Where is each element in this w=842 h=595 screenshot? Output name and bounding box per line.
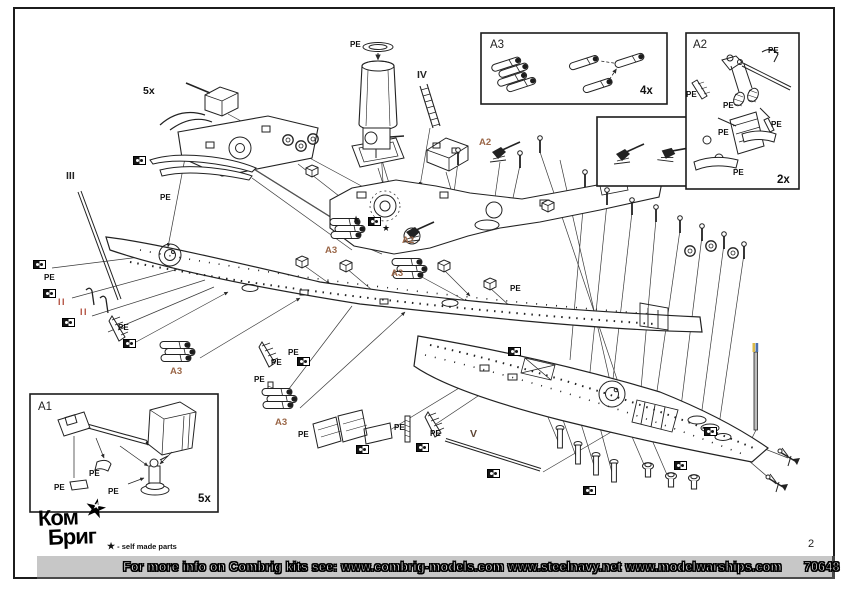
pe-label: PE — [350, 40, 361, 49]
pe-fret-icon — [123, 339, 136, 348]
pe-label: PE — [394, 423, 405, 432]
self-made-parts-legend: ★ - self made parts — [107, 541, 177, 552]
mast-tip-flag — [752, 343, 756, 352]
pe-label: PE — [733, 168, 744, 177]
pe-label: PE — [430, 429, 441, 438]
a3-label: A3 — [325, 245, 338, 256]
pe-label: PE — [54, 483, 65, 492]
davits-count-label: 5x — [143, 85, 155, 97]
pe-label: PE — [298, 430, 309, 439]
pe-label: PE — [768, 46, 779, 55]
pe-label: PE — [160, 193, 171, 202]
pe-label: PE — [44, 273, 55, 282]
inset-a1-title: A1 — [38, 401, 53, 413]
a2-label: A2 — [402, 235, 415, 246]
searchlight-drawing — [362, 127, 405, 158]
pe-label: PE — [510, 284, 521, 293]
a3-label: A3 — [275, 417, 288, 428]
pe-fret-icon — [416, 443, 429, 452]
pe-fret-icon — [674, 461, 687, 470]
footer-info-text: For more info on Combrig kits see: www.c… — [123, 559, 783, 574]
legend-star-icon: ★ — [107, 541, 116, 551]
inset-a2-title: A2 — [693, 39, 708, 51]
pe-fret-icon — [487, 469, 500, 478]
roman-iii-label: III — [66, 170, 75, 182]
pe-label: PE — [723, 101, 734, 110]
pe-label: PE — [108, 487, 119, 496]
pe-fret-icon — [133, 156, 146, 165]
inset-box-a2 — [685, 32, 800, 190]
pe-label: PE — [288, 348, 299, 357]
small-parts — [85, 134, 801, 493]
inset-a1-count: 5x — [198, 493, 211, 505]
pe-label: PE — [118, 323, 129, 332]
masts-and-spars — [77, 190, 759, 472]
roman-ii-label: II — [80, 307, 89, 317]
pe-fret-icon — [62, 318, 75, 327]
pe-label: PE — [271, 358, 282, 367]
ladder-iv-drawing — [419, 83, 441, 129]
footer-info-bar: For more info on Combrig kits see: www.c… — [37, 556, 840, 579]
pe-label: PE — [718, 128, 729, 137]
inset-box-a3 — [480, 32, 668, 105]
pe-fret-icon — [583, 486, 596, 495]
self-made-star: ★ — [352, 214, 361, 224]
pe-label: PE — [686, 90, 697, 99]
pe-fret-icon — [356, 445, 369, 454]
pe-fret-icon — [33, 260, 46, 269]
roman-iv-label: IV — [417, 69, 427, 81]
inset-a3-count: 4x — [640, 85, 653, 97]
self-made-star: ★ — [382, 223, 391, 233]
bridge-platform-drawing — [149, 82, 319, 181]
inset-box-a1 — [29, 393, 219, 513]
pe-label: PE — [254, 375, 265, 384]
pe-label: PE — [89, 469, 100, 478]
pe-fret-icon — [368, 217, 381, 226]
deckhouse-drawing — [426, 137, 469, 172]
logo-text-bottom: Бриг — [47, 523, 97, 550]
roman-v-label: V — [470, 428, 478, 440]
inset-a3-title: A3 — [490, 39, 505, 51]
pe-fret-icon — [43, 289, 56, 298]
pe-fret-icon — [508, 347, 521, 356]
a3-label: A3 — [391, 268, 404, 279]
pe-label: PE — [771, 120, 782, 129]
a2-label: A2 — [479, 137, 492, 148]
stern-hull-drawing — [413, 335, 769, 463]
inset-a2-count: 2x — [777, 174, 790, 186]
legend-text: - self made parts — [115, 542, 177, 551]
footer-kit-number: 70648 — [803, 559, 840, 574]
page-number: 2 — [808, 538, 815, 550]
bow-hull-drawing — [105, 236, 703, 333]
pe-fret-icon — [297, 357, 310, 366]
roman-ii-label: II — [58, 297, 67, 307]
a3-label: A3 — [170, 366, 183, 377]
pe-fret-icon — [704, 427, 717, 436]
